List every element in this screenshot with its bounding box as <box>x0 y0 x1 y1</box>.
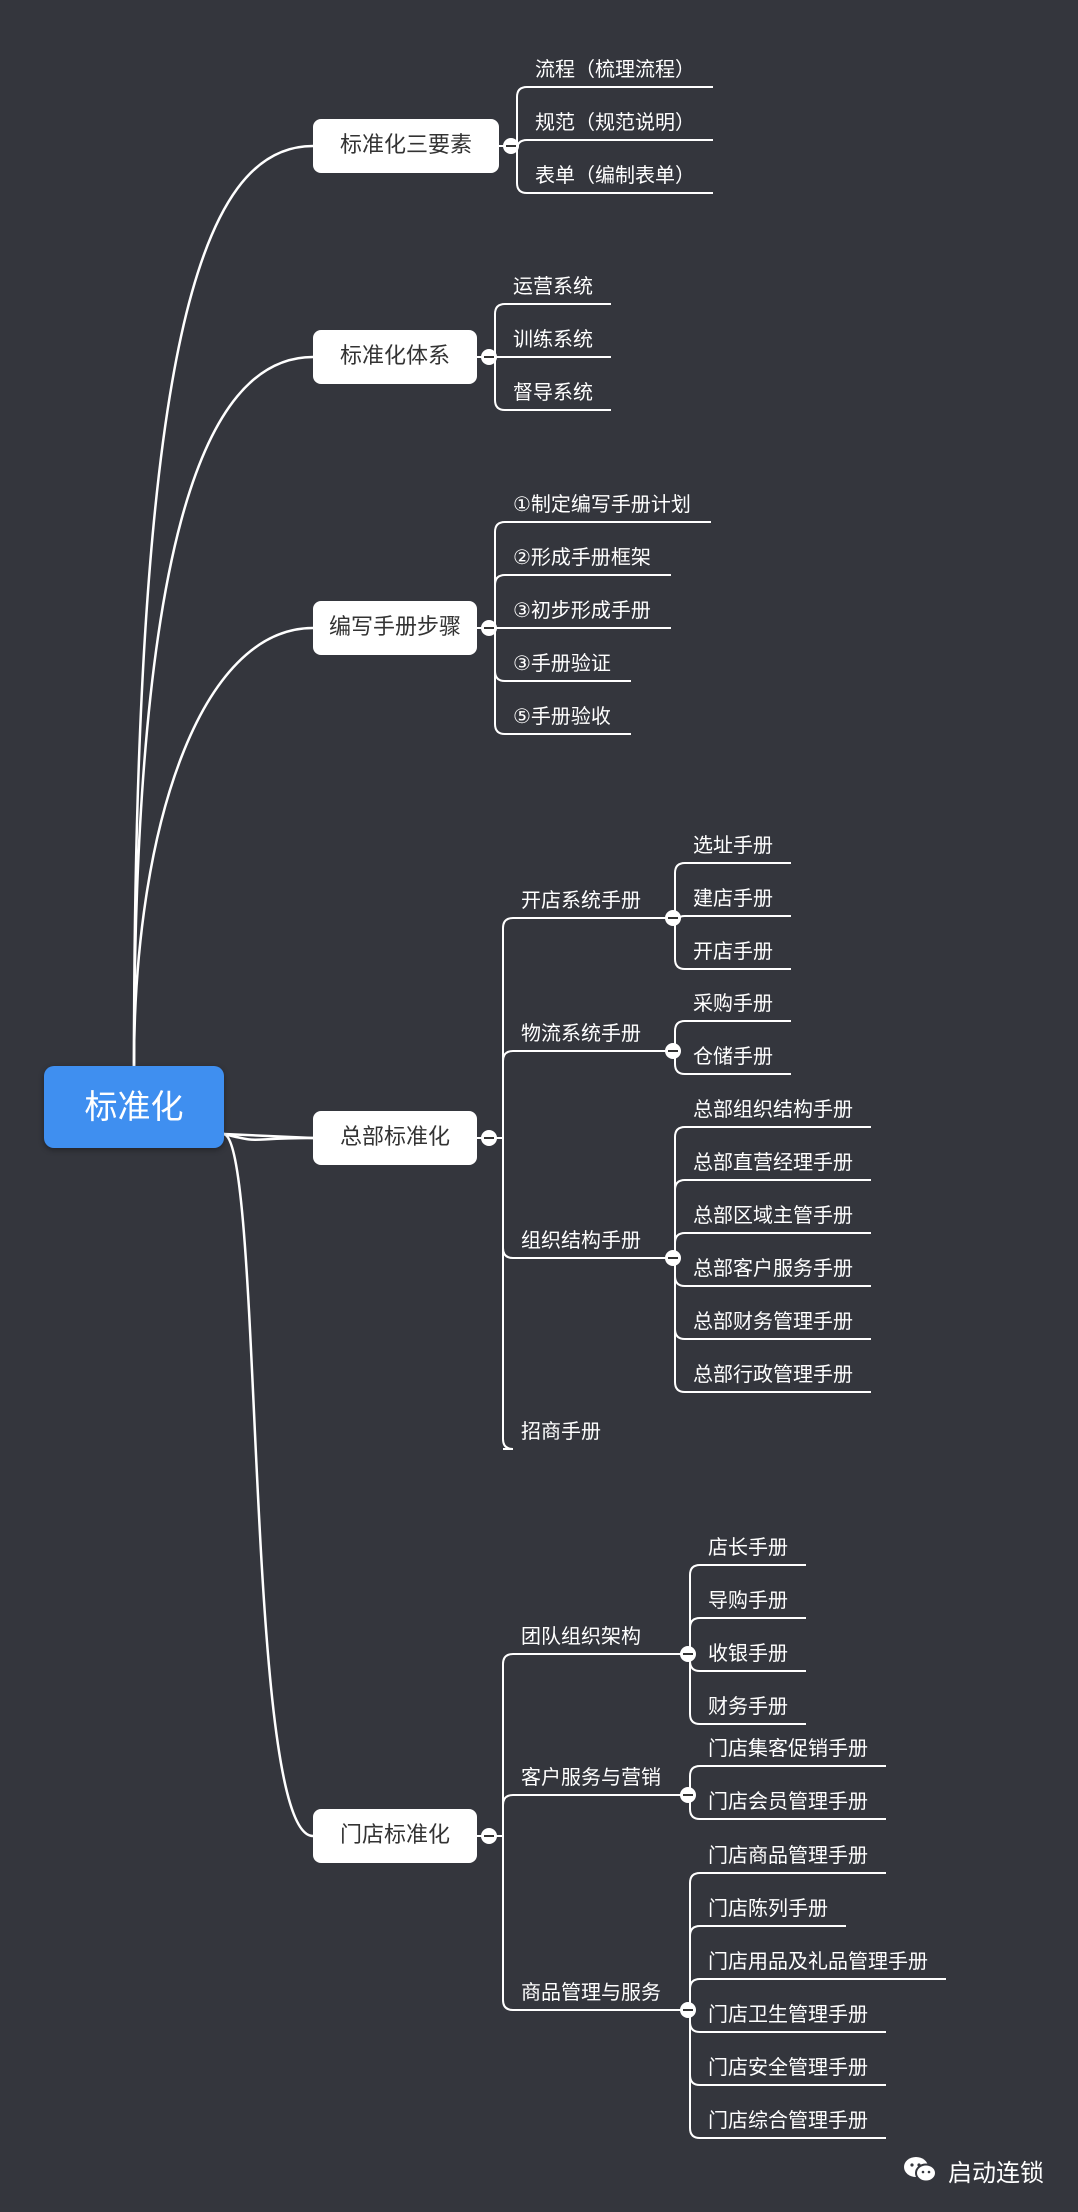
leaf-0-line-1 <box>516 139 713 151</box>
leaf-3-2-line-0 <box>674 1126 871 1258</box>
leaf-2-line-1 <box>494 574 671 628</box>
branch-node[interactable]: 门店标准化 <box>313 1809 477 1863</box>
group-line-4-1 <box>502 1794 688 1836</box>
group-node[interactable]: 客户服务与营销 <box>521 1765 661 1789</box>
leaf-3-0-line-2 <box>674 918 791 970</box>
watermark-text: 启动连锁 <box>948 2158 1044 2187</box>
leaf-4-1-item[interactable]: 门店集客促销手册 <box>708 1736 868 1760</box>
collapse-toggle[interactable] <box>481 349 497 365</box>
leaf-4-0-item[interactable]: 收银手册 <box>708 1641 788 1665</box>
leaf-0-line-2 <box>516 146 713 194</box>
leaf-4-0-line-3 <box>689 1654 806 1725</box>
leaf-4-2-item[interactable]: 门店安全管理手册 <box>708 2055 868 2079</box>
leaf-4-0-line-1 <box>689 1617 806 1654</box>
group-node[interactable]: 物流系统手册 <box>521 1021 641 1045</box>
leaf-3-0-item[interactable]: 建店手册 <box>693 886 773 910</box>
leaf-1-item[interactable]: 训练系统 <box>513 327 593 351</box>
leaf-4-1-line-0 <box>689 1765 886 1795</box>
group-node[interactable]: 招商手册 <box>521 1419 601 1443</box>
leaf-4-2-item[interactable]: 门店用品及礼品管理手册 <box>708 1949 928 1973</box>
leaf-4-2-item[interactable]: 门店商品管理手册 <box>708 1843 868 1867</box>
collapse-toggle[interactable] <box>481 620 497 636</box>
leaf-4-0-line-0 <box>689 1564 806 1654</box>
collapse-toggle[interactable] <box>680 2002 696 2018</box>
group-node[interactable]: 团队组织架构 <box>521 1624 641 1648</box>
branch-node[interactable]: 标准化体系 <box>313 330 477 384</box>
root-node[interactable]: 标准化 <box>44 1066 224 1148</box>
collapse-toggle[interactable] <box>481 1130 497 1146</box>
leaf-4-2-line-0 <box>689 1872 886 2010</box>
leaf-0-item[interactable]: 表单（编制表单） <box>535 163 695 187</box>
leaf-1-item[interactable]: 督导系统 <box>513 380 593 404</box>
leaf-3-2-line-5 <box>674 1258 871 1393</box>
leaf-2-item[interactable]: ①制定编写手册计划 <box>513 492 691 516</box>
leaf-4-1-line-1 <box>689 1795 886 1820</box>
leaf-4-0-item[interactable]: 店长手册 <box>708 1535 788 1559</box>
leaf-4-1-item[interactable]: 门店会员管理手册 <box>708 1789 868 1813</box>
collapse-toggle[interactable] <box>680 1787 696 1803</box>
leaf-3-2-item[interactable]: 总部区域主管手册 <box>693 1203 853 1227</box>
leaf-1-line-2 <box>494 357 611 411</box>
group-line-4-2 <box>502 1836 688 2011</box>
collapse-toggle[interactable] <box>481 1828 497 1844</box>
group-line-4-0 <box>502 1653 688 1836</box>
leaf-1-item[interactable]: 运营系统 <box>513 274 593 298</box>
group-line-3-3 <box>502 1138 514 1450</box>
root-connector-0 <box>132 144 314 1067</box>
leaf-4-2-line-1 <box>689 1925 846 2010</box>
root-connector-center <box>223 1132 314 1140</box>
leaf-3-0-line-0 <box>674 862 791 918</box>
leaf-3-2-line-2 <box>674 1232 871 1258</box>
leaf-2-item[interactable]: ⑤手册验收 <box>513 704 611 728</box>
leaf-0-item[interactable]: 规范（规范说明） <box>535 110 695 134</box>
leaf-4-2-item[interactable]: 门店陈列手册 <box>708 1896 828 1920</box>
leaf-3-1-line-1 <box>674 1051 791 1075</box>
leaf-3-2-line-1 <box>674 1179 871 1258</box>
leaf-3-0-item[interactable]: 选址手册 <box>693 833 773 857</box>
group-node[interactable]: 组织结构手册 <box>521 1228 641 1252</box>
leaf-4-2-item[interactable]: 门店卫生管理手册 <box>708 2002 868 2026</box>
collapse-toggle[interactable] <box>665 910 681 926</box>
leaf-4-2-line-2 <box>689 1978 946 2010</box>
leaf-2-item[interactable]: ③初步形成手册 <box>513 598 651 622</box>
leaf-4-0-item[interactable]: 财务手册 <box>708 1694 788 1718</box>
root-connector-1 <box>132 355 314 1067</box>
branch-node[interactable]: 标准化三要素 <box>313 119 499 173</box>
collapse-toggle[interactable] <box>503 138 519 154</box>
leaf-3-1-item[interactable]: 仓储手册 <box>693 1044 773 1068</box>
leaf-1-line-0 <box>494 303 611 357</box>
leaf-3-0-item[interactable]: 开店手册 <box>693 939 773 963</box>
root-connector-2 <box>132 626 314 1067</box>
collapse-toggle[interactable] <box>665 1043 681 1059</box>
leaf-3-0-line-1 <box>674 915 791 927</box>
leaf-3-2-item[interactable]: 总部财务管理手册 <box>693 1309 853 1333</box>
leaf-3-1-line-0 <box>674 1020 791 1051</box>
root-connector-4 <box>223 1132 314 1838</box>
leaf-3-2-item[interactable]: 总部组织结构手册 <box>693 1097 853 1121</box>
leaf-2-line-0 <box>494 521 711 628</box>
branch-node[interactable]: 编写手册步骤 <box>313 601 477 655</box>
leaf-3-2-item[interactable]: 总部直营经理手册 <box>693 1150 853 1174</box>
branch-node[interactable]: 总部标准化 <box>313 1111 477 1165</box>
watermark: 启动连锁 <box>902 2150 1044 2190</box>
leaf-3-1-item[interactable]: 采购手册 <box>693 991 773 1015</box>
leaf-2-item[interactable]: ②形成手册框架 <box>513 545 651 569</box>
leaf-2-item[interactable]: ③手册验证 <box>513 651 611 675</box>
leaf-4-2-line-5 <box>689 2010 886 2139</box>
leaf-3-2-item[interactable]: 总部客户服务手册 <box>693 1256 853 1280</box>
group-line-3-0 <box>502 917 673 1138</box>
group-node[interactable]: 商品管理与服务 <box>521 1980 661 2004</box>
group-line-3-1 <box>502 1050 673 1138</box>
leaf-4-2-item[interactable]: 门店综合管理手册 <box>708 2108 868 2132</box>
collapse-toggle[interactable] <box>665 1250 681 1266</box>
leaf-0-item[interactable]: 流程（梳理流程） <box>535 57 695 81</box>
leaf-3-2-item[interactable]: 总部行政管理手册 <box>693 1362 853 1386</box>
leaf-2-line-4 <box>494 628 631 735</box>
wechat-icon <box>904 2157 937 2183</box>
group-node[interactable]: 开店系统手册 <box>521 888 641 912</box>
leaf-0-line-0 <box>516 86 713 146</box>
leaf-4-0-item[interactable]: 导购手册 <box>708 1588 788 1612</box>
collapse-toggle[interactable] <box>680 1646 696 1662</box>
